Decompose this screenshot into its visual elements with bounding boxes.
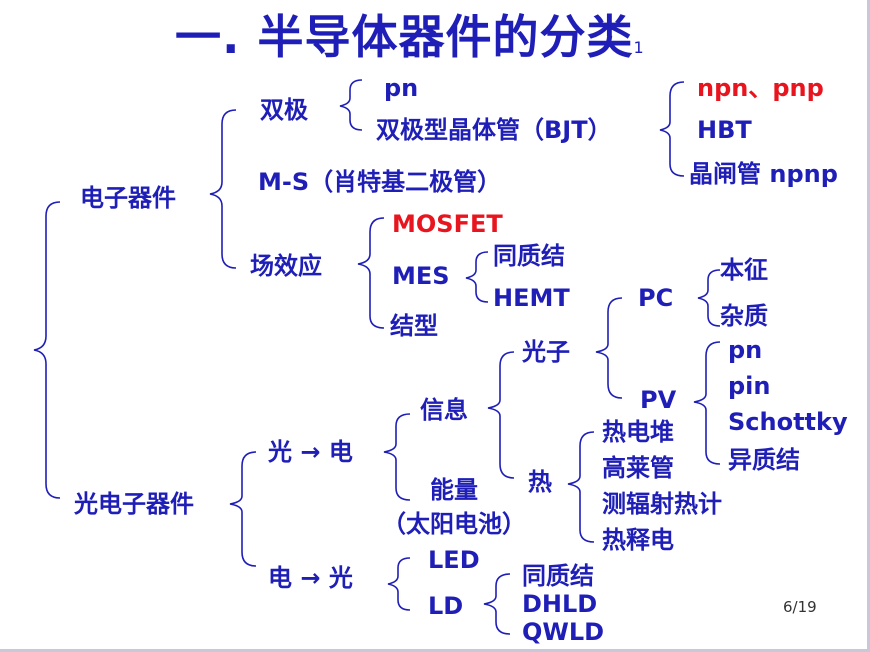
- node-ld: LD: [428, 592, 464, 620]
- node-light-to-electric: 光 → 电: [268, 438, 353, 466]
- node-thermal: 热: [528, 468, 552, 496]
- node-heterojunction: 异质结: [728, 446, 800, 474]
- node-pin: pin: [728, 372, 771, 400]
- node-photon: 光子: [522, 338, 570, 366]
- node-golay-cell: 高莱管: [602, 454, 674, 482]
- node-solar-cell: （太阳电池）: [382, 510, 526, 538]
- node-hbt: HBT: [697, 116, 752, 144]
- node-pv: PV: [640, 386, 677, 414]
- node-energy: 能量: [430, 476, 478, 504]
- node-junction: 结型: [390, 312, 438, 340]
- bracket-pc: [697, 269, 721, 327]
- bracket-bjt: [659, 81, 685, 177]
- node-intrinsic: 本征: [720, 256, 768, 284]
- node-field-effect: 场效应: [250, 252, 322, 280]
- node-bipolar: 双极: [260, 96, 308, 124]
- bracket-photon: [595, 297, 623, 399]
- node-optoelectronic-devices: 光电子器件: [74, 490, 194, 518]
- bracket-info: [487, 351, 515, 479]
- bracket-ld: [483, 573, 511, 635]
- node-homojunction-1: 同质结: [493, 242, 565, 270]
- node-thermopile: 热电堆: [602, 418, 674, 446]
- node-homojunction-2: 同质结: [522, 562, 594, 590]
- node-schottky: Schottky: [728, 408, 848, 436]
- bracket-l2e: [383, 413, 411, 501]
- bracket-fe: [357, 217, 385, 329]
- node-information: 信息: [420, 396, 468, 424]
- bracket-bipolar: [339, 79, 363, 131]
- node-pc: PC: [638, 284, 674, 312]
- node-ms-schottky: M-S（肖特基二极管）: [258, 168, 502, 196]
- node-bjt: 双极型晶体管（BJT）: [376, 116, 612, 144]
- node-mes: MES: [392, 262, 450, 290]
- bracket-pv: [693, 341, 721, 465]
- page-number: 6/19: [783, 598, 817, 616]
- node-mosfet: MOSFET: [392, 210, 503, 238]
- node-pv-pn: pn: [728, 336, 763, 364]
- bracket-heat: [567, 431, 595, 543]
- node-electronic-devices: 电子器件: [80, 184, 176, 212]
- node-pn: pn: [384, 74, 419, 102]
- node-led: LED: [428, 546, 480, 574]
- bracket-mes: [465, 251, 489, 303]
- node-electric-to-light: 电 → 光: [268, 564, 353, 592]
- node-thyristor: 晶闸管 npnp: [689, 160, 838, 188]
- title-footnote: 1: [633, 38, 645, 57]
- node-pyroelectric: 热释电: [602, 526, 674, 554]
- bracket-e2l: [387, 557, 411, 611]
- node-qwld: QWLD: [522, 618, 605, 646]
- bracket-opto: [229, 451, 257, 567]
- node-dhld: DHLD: [522, 590, 598, 618]
- node-bolometer: 测辐射热计: [602, 490, 722, 518]
- bracket-electronic: [209, 109, 237, 269]
- node-hemt: HEMT: [493, 284, 570, 312]
- slide-title: 一. 半导体器件的分类1: [175, 10, 645, 64]
- bracket-root: [33, 201, 61, 499]
- node-extrinsic: 杂质: [720, 302, 768, 330]
- node-npn-pnp: npn、pnp: [697, 74, 824, 102]
